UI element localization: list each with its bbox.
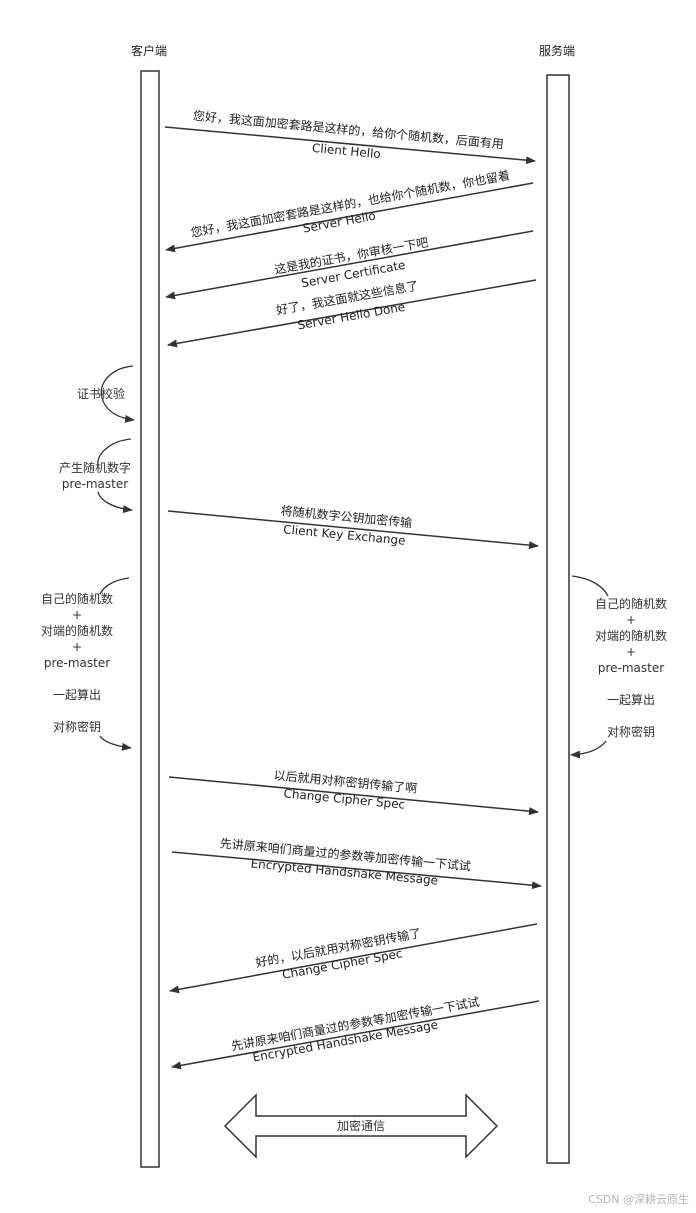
note-text: 证书校验 [77,386,125,401]
message-change-cipher-spec-client: 以后就用对称密钥传输了啊 Change Cipher Spec [168,767,539,816]
note-text: 对端的随机数 [41,623,113,638]
encrypted-channel-arrow: 加密通信 [223,1093,499,1159]
note-text: pre-master [598,661,664,675]
watermark: CSDN @深耕云原生 [588,1192,689,1206]
client-lifeline [140,70,160,1168]
client-label: 客户端 [131,43,167,58]
note-text: + [626,645,636,659]
message-server-hello-done: 好了，我这面就这些信息了 Server Hello Done [167,278,537,348]
note-text: 对称密钥 [53,719,101,734]
message-label: 您好，我这面加密套路是这样的，也给你个随机数，你也留着 [189,167,510,240]
note-text: pre-master [44,656,110,670]
server-label: 服务端 [539,43,575,58]
note-text: + [72,608,82,622]
note-text: 自己的随机数 [41,591,113,606]
note-text: 对端的随机数 [595,628,667,643]
message-server-hello: 您好，我这面加密套路是这样的，也给你个随机数，你也留着 Server Hello [165,167,534,253]
message-client-key-exchange: 将随机数字公钥加密传输 Client Key Exchange [167,503,539,550]
message-encrypted-handshake-client: 先讲原来咱们商量过的参数等加密传输一下试试 Encrypted Handshak… [171,835,542,890]
note-text: 对称密钥 [607,724,655,739]
note-text: 一起算出 [607,692,655,707]
self-note-client-compute-key: 自己的随机数 + 对端的随机数 + pre-master 一起算出 对称密钥 [41,577,132,751]
channel-label: 加密通信 [337,1118,385,1133]
note-text: 自己的随机数 [595,596,667,611]
self-note-generate-premaster: 产生随机数字 pre-master [59,438,132,510]
note-text: 产生随机数字 [59,460,131,475]
message-client-hello: 您好，我这面加密套路是这样的，给你个随机数，后面有用 Client Hello [164,108,536,165]
message-server-certificate: 这是我的证书，你审核一下吧 Server Certificate [165,230,534,300]
self-note-cert-check: 证书校验 [77,365,135,423]
message-change-cipher-spec-server: 好的，以后就用对称密钥传输了 Change Cipher Spec [169,923,538,994]
note-text: 一起算出 [53,687,101,702]
server-lifeline [546,74,570,1164]
self-note-server-compute-key: 自己的随机数 + 对端的随机数 + pre-master 一起算出 对称密钥 [570,575,667,759]
note-text: + [72,640,82,654]
message-encrypted-handshake-server: 先讲原来咱们商量过的参数等加密传输一下试试 Encrypted Handshak… [171,994,540,1070]
message-sublabel: Client Hello [311,141,381,161]
note-text: + [626,613,636,627]
note-text: pre-master [62,477,128,491]
